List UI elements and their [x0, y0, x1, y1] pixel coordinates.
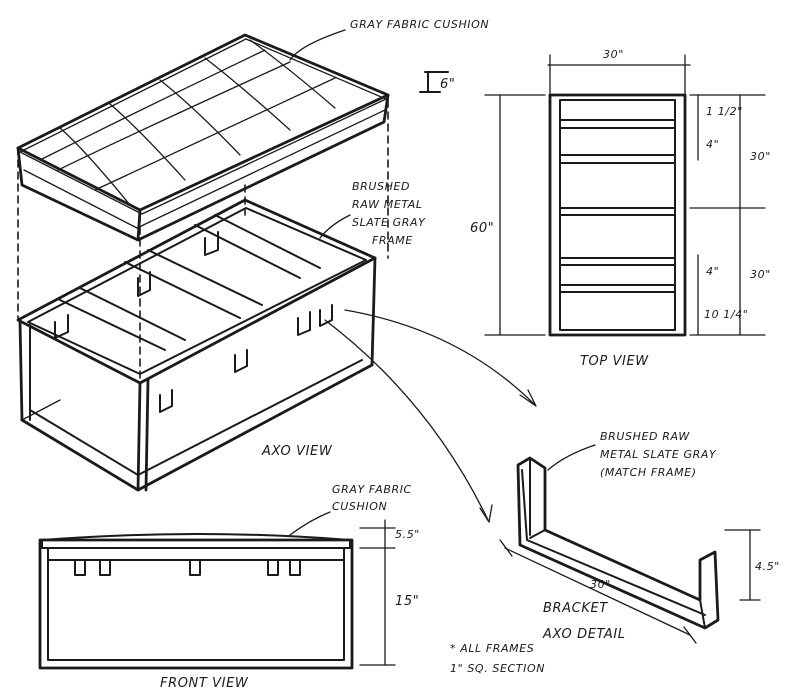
axo-frame-label-1: BRUSHED [352, 180, 410, 193]
top-width-dim: 30" [603, 48, 624, 61]
axo-cushion-height: 6" [440, 77, 455, 92]
bracket-detail: 4.5" 30" BRUSHED RAW METAL SLATE GRAY (M… [499, 430, 780, 644]
top-dim-a: 1 1/2" [706, 105, 743, 118]
note-line-1: * ALL FRAMES [450, 642, 534, 655]
front-view-label: FRONT VIEW [160, 676, 249, 691]
top-dim-b: 4" [706, 138, 719, 151]
axo-view-label: AXO VIEW [261, 444, 333, 459]
note-line-2: 1" SQ. SECTION [450, 662, 545, 675]
axo-projection-lines [17, 99, 389, 381]
top-view-label: TOP VIEW [580, 354, 649, 369]
axo-cushion [16, 33, 390, 242]
notes: * ALL FRAMES 1" SQ. SECTION [450, 642, 545, 675]
axo-annotations: GRAY FABRIC CUSHION 6" BRUSHED RAW METAL… [261, 18, 489, 459]
top-length-dim: 60" [470, 221, 494, 236]
bracket-height-dim: 4.5" [755, 560, 780, 573]
bracket-label-2: METAL SLATE GRAY [600, 448, 717, 461]
top-dim-e: 30" [750, 268, 771, 281]
axo-detail-arrows [324, 309, 537, 523]
front-height-dim: 15" [395, 594, 419, 609]
top-dim-f: 10 1/4" [704, 308, 748, 321]
front-cushion-label-1: GRAY FABRIC [332, 483, 412, 496]
bracket-view-label-2: AXO DETAIL [542, 627, 626, 642]
axo-frame-label-3: SLATE GRAY [352, 216, 426, 229]
axo-cushion-label: GRAY FABRIC CUSHION [350, 18, 489, 31]
bracket-label-1: BRUSHED RAW [600, 430, 690, 443]
top-dim-d: 4" [706, 265, 719, 278]
top-dim-c: 30" [750, 150, 771, 163]
bracket-view-label-1: BRACKET [543, 601, 608, 616]
front-view: 5.5" 15" GRAY FABRIC CUSHION FRONT VIEW [38, 483, 420, 691]
top-view: 30" 60" 1 1/2" 4" 30" 4" 30" 10 1/4" TOP… [470, 48, 771, 369]
axo-frame [16, 198, 377, 492]
axo-frame-label-2: RAW METAL [352, 198, 423, 211]
bracket-length-dim: 30" [590, 578, 611, 591]
front-cushion-dim: 5.5" [395, 528, 420, 541]
bracket-label-3: (MATCH FRAME) [600, 466, 697, 479]
axo-frame-label-4: FRAME [372, 234, 413, 247]
front-cushion-label-2: CUSHION [332, 500, 387, 513]
